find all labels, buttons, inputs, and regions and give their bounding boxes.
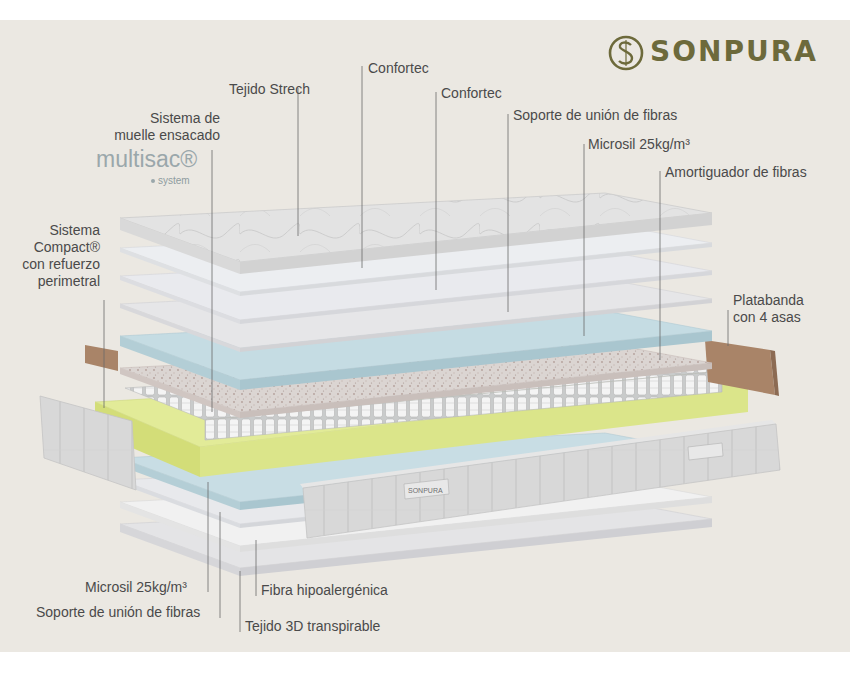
leader-line	[256, 540, 257, 596]
side-panel	[85, 345, 118, 371]
part-label: Sistema Compact® con refuerzo perimetral	[18, 222, 100, 290]
leader-line	[220, 512, 221, 618]
part-label: Soporte de unión de fibras	[513, 107, 677, 124]
part-label: Soporte de unión de fibras	[36, 604, 200, 621]
part-label: Platabanda con 4 asas	[733, 292, 813, 326]
layer-side	[240, 213, 712, 274]
leader-line	[660, 171, 661, 360]
band-tag	[404, 479, 449, 499]
leader-lines	[104, 66, 728, 632]
top-layers	[120, 193, 712, 418]
border-band	[303, 424, 780, 538]
border-panel	[40, 396, 136, 490]
logo-dot	[151, 179, 155, 183]
part-label: Amortiguador de fibras	[665, 164, 807, 181]
part-label: Microsil 25kg/m³	[85, 579, 187, 596]
side-panel-edge	[770, 350, 779, 396]
logo-icon	[610, 37, 642, 69]
part-label: Confortec	[441, 85, 502, 102]
band-tag	[688, 443, 723, 460]
part-label: Microsil 25kg/m³	[588, 136, 690, 153]
product-logo: multisac®	[96, 146, 194, 172]
part-label: Tejido 3D transpirable	[245, 618, 380, 635]
part-label: Fibra hipoalergénica	[261, 582, 388, 599]
leader-line	[240, 571, 241, 632]
part-label: Sistema de muelle ensacado	[110, 110, 220, 144]
leader-line	[584, 144, 585, 336]
leader-line	[436, 92, 437, 290]
leader-line	[104, 300, 105, 408]
leader-line	[362, 66, 363, 268]
side-panel	[705, 340, 775, 395]
leader-line	[212, 150, 213, 412]
product-logo-subtitle: system	[158, 174, 190, 187]
part-label: Tejido Strech	[229, 81, 310, 98]
leader-line	[508, 114, 509, 312]
brand-logo: SONPURA	[650, 34, 818, 70]
logo-icon-mark	[625, 40, 626, 66]
leader-line	[728, 310, 729, 346]
leader-line	[298, 88, 299, 236]
part-label: Confortec	[368, 60, 429, 77]
panel-background	[0, 20, 850, 652]
layer-side	[120, 218, 240, 274]
leader-line	[208, 482, 209, 592]
band-tag-text: SONPURA	[408, 486, 443, 495]
